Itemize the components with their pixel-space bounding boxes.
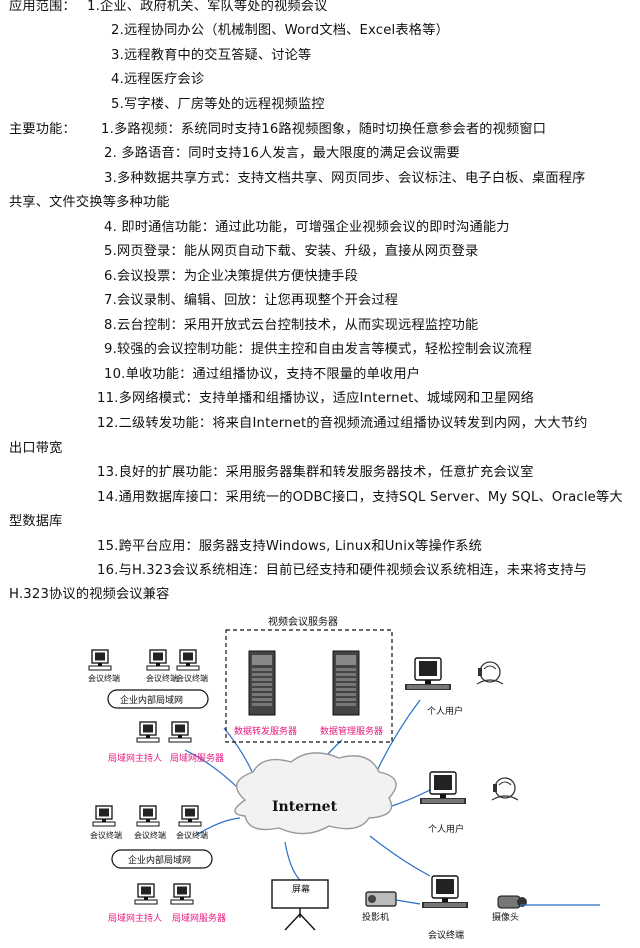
terminal-label: 会议终端	[90, 830, 122, 840]
personal-user-label: 个人用户	[428, 823, 464, 835]
camera-label: 摄像头	[492, 911, 519, 923]
lan-label: 企业内部局域网	[120, 694, 183, 706]
text-line: 7.会议录制、编辑、回放：让您再现整个开会过程	[104, 293, 399, 308]
screen-label: 屏幕	[292, 883, 310, 895]
text-line: 共享、文件交换等多种功能	[9, 195, 170, 210]
terminal-pc-icon	[92, 805, 116, 827]
text-line: 14.通用数据库接口：采用统一的ODBC接口，支持SQL Server、My S…	[97, 490, 623, 505]
text-line: 5.网页登录：能从网页自动下载、安装、升级，直接从网页登录	[104, 244, 479, 259]
lan-pipe-top: 企业内部局域网	[107, 689, 209, 709]
terminal-label: 会议终端	[176, 830, 208, 840]
text-line: 2. 多路语音：同时支持16人发言，最大限度的满足会议需要	[104, 146, 460, 161]
host-pc-icon	[136, 721, 160, 743]
manage-server-label: 数据管理服务器	[320, 725, 383, 737]
internet-label: Internet	[272, 799, 338, 815]
lan-pipe-bottom: 企业内部局域网	[111, 849, 213, 869]
forward-server-icon	[248, 650, 276, 716]
text-line: 3.多种数据共享方式：支持文档共享、网页同步、会议标注、电子白板、桌面程序	[104, 171, 586, 186]
manage-server-icon	[332, 650, 360, 716]
text-line: 出口带宽	[9, 441, 63, 456]
text-line: 2.远程协同办公（机械制图、Word文档、Excel表格等）	[111, 23, 449, 38]
terminal-label: 会议终端	[146, 673, 178, 683]
projector-icon	[365, 891, 397, 907]
terminal-label: 会议终端	[88, 673, 120, 683]
text-line: 11.多网络模式：支持单播和组播协议，适应Internet、城域网和卫星网络	[97, 391, 534, 406]
terminal-pc-icon	[88, 649, 112, 671]
user-person-icon	[476, 661, 504, 685]
text-line: 型数据库	[9, 514, 63, 529]
internet-cloud: Internet	[234, 752, 397, 835]
forward-server-label: 数据转发服务器	[234, 725, 297, 737]
text-line: 4. 即时通信功能：通过此功能，可增强企业视频会议的即时沟通能力	[104, 220, 510, 235]
camera-icon	[497, 895, 527, 909]
text-line: 主要功能： 1.多路视频：系统同时支持16路视频图象，随时切换任意参会者的视频窗口	[9, 121, 546, 139]
terminal-label: 会议终端	[176, 673, 208, 683]
section-label: 应用范围：	[9, 0, 76, 14]
personal-computer-icon	[419, 771, 467, 805]
user-person-icon	[491, 777, 519, 801]
text-line: 4.远程医疗会诊	[111, 72, 205, 87]
text-line: 10.单收功能：通过组播协议，支持不限量的单收用户	[104, 367, 421, 382]
lan-server-label: 局域网服务器	[172, 912, 226, 924]
text-line: 12.二级转发功能：将来自Internet的音视频流通过组播协议转发到内网，大大…	[97, 416, 588, 431]
projection-screen: 屏幕	[271, 879, 329, 931]
text-line: 3.远程教育中的交互答疑、讨论等	[111, 48, 312, 63]
text-line: 15.跨平台应用：服务器支持Windows, Linux和Unix等操作系统	[97, 539, 483, 554]
text-line: 13.良好的扩展功能：采用服务器集群和转发服务器技术，任意扩充会议室	[97, 465, 534, 480]
projector-label: 投影机	[362, 911, 389, 923]
terminal-pc-icon	[146, 649, 170, 671]
line-text: 1.企业、政府机关、军队等处的视频会议	[87, 0, 328, 14]
lan-label: 企业内部局域网	[128, 854, 191, 866]
text-line: 6.会议投票：为企业决策提供方便快捷手段	[104, 269, 358, 284]
text-line: 8.云台控制：采用开放式云台控制技术，从而实现远程监控功能	[104, 318, 479, 333]
server-box	[225, 629, 393, 743]
lan-host-label: 局域网主持人	[108, 912, 162, 924]
server-pc-icon	[170, 883, 194, 905]
personal-computer-icon	[404, 657, 452, 691]
text-line: 9.较强的会议控制功能：提供主控和自由发言等模式，轻松控制会议流程	[104, 342, 532, 357]
lan-host-label: 局域网主持人	[108, 752, 162, 764]
terminal-pc-icon	[178, 805, 202, 827]
network-diagram: 视频会议服务器 数据转发服务器 数据管理服务器 Internet 个人用户 个人…	[88, 615, 600, 941]
lan-server-label: 局域网服务器	[170, 752, 224, 764]
terminal-label: 会议终端	[134, 830, 166, 840]
text-line: 应用范围： 1.企业、政府机关、军队等处的视频会议	[9, 0, 328, 16]
meeting-terminal-label: 会议终端	[428, 929, 464, 941]
personal-user-label: 个人用户	[427, 705, 463, 717]
section-label: 主要功能：	[9, 122, 76, 137]
meeting-terminal-icon	[421, 875, 469, 909]
server-pc-icon	[168, 721, 192, 743]
terminal-pc-icon	[136, 805, 160, 827]
host-pc-icon	[134, 883, 158, 905]
text-line: H.323协议的视频会议兼容	[9, 587, 170, 602]
text-line: 16.与H.323会议系统相连：目前已经支持和硬件视频会议系统相连，未来将支持与	[97, 563, 588, 578]
terminal-pc-icon	[176, 649, 200, 671]
line-text: 1.多路视频：系统同时支持16路视频图象，随时切换任意参会者的视频窗口	[101, 122, 547, 137]
text-line: 5.写字楼、厂房等处的远程视频监控	[111, 97, 325, 112]
server-box-title: 视频会议服务器	[268, 615, 338, 628]
